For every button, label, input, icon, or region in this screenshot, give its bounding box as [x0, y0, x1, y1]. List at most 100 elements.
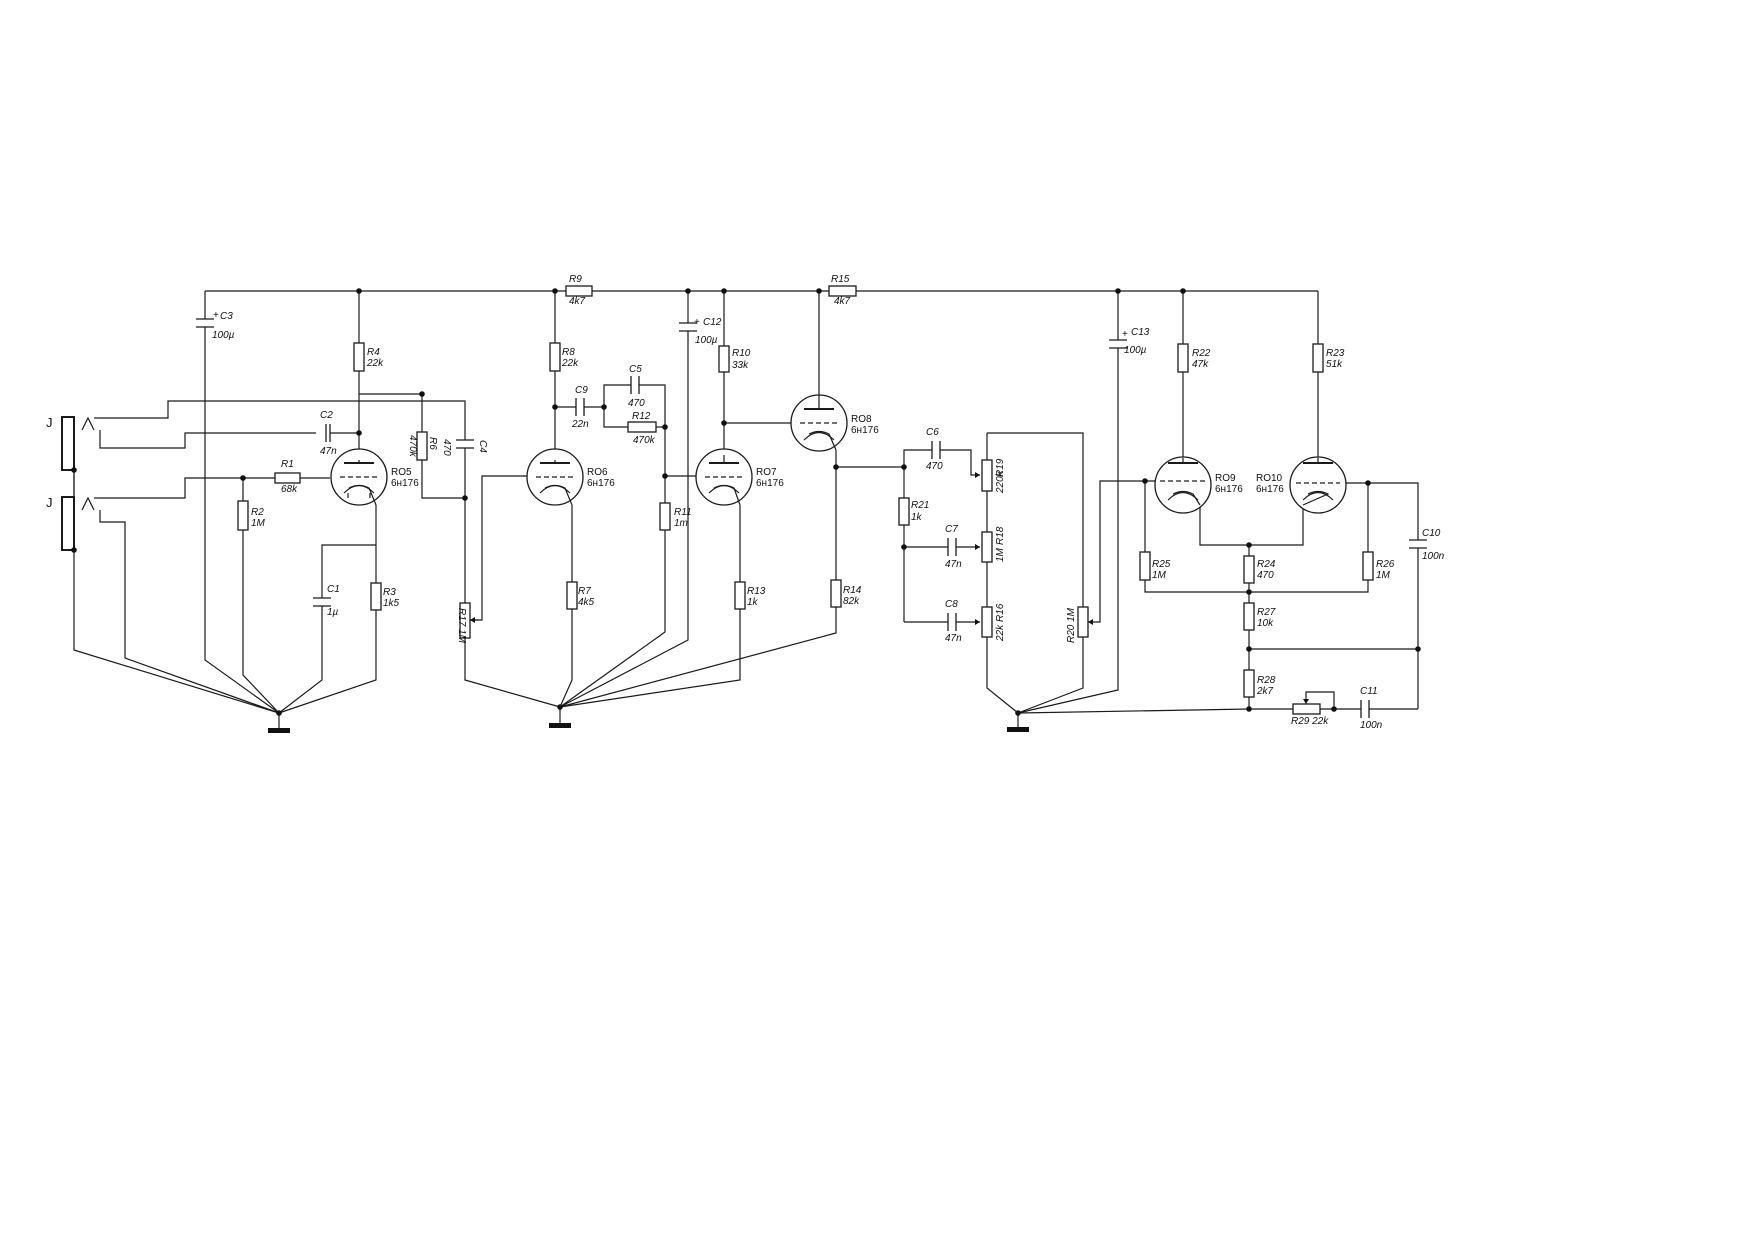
- resistor-R21: [898, 497, 910, 526]
- RO5-type: 6н176: [391, 478, 419, 489]
- pot-R19: [975, 459, 993, 492]
- label-R15: R15: [831, 274, 850, 285]
- capacitor-C2: [325, 424, 331, 442]
- value-C5: 470: [628, 398, 645, 409]
- value-R22: 47k: [1192, 359, 1209, 370]
- tube-RO7: [695, 448, 753, 506]
- resistor-R15: [828, 285, 857, 297]
- label-R19: R19: [995, 458, 1006, 477]
- tubes: [330, 394, 1347, 514]
- resistor-R27: [1243, 602, 1255, 631]
- label-R27: R27: [1257, 607, 1276, 618]
- resistor-R6: [416, 431, 428, 461]
- value-R16: 22k: [995, 624, 1006, 642]
- value-R8: 22k: [561, 358, 579, 369]
- resistor-R12: [627, 421, 657, 433]
- capacitor-C1: [313, 597, 331, 607]
- label-C8: C8: [945, 599, 958, 610]
- junctions: [71, 288, 1421, 716]
- resistors: [237, 285, 1374, 698]
- resistor-R26: [1362, 551, 1374, 581]
- label-R12: R12: [632, 411, 651, 422]
- value-R9: 4k7: [569, 296, 586, 307]
- value-C2: 47n: [320, 446, 337, 457]
- ground-symbol-3: [1007, 727, 1029, 732]
- label-R9: R9: [569, 274, 582, 285]
- value-C11: 100n: [1360, 720, 1383, 731]
- label-R29: R29 22k: [1291, 716, 1329, 727]
- c3-polarity: +: [213, 310, 219, 321]
- value-R10: 33k: [732, 360, 749, 371]
- RO8-type: 6н176: [851, 425, 879, 436]
- label-C10: C10: [1422, 528, 1441, 539]
- input-jack-1: J: [46, 415, 100, 471]
- capacitors: + + +: [196, 310, 1427, 718]
- label-R1: R1: [281, 459, 294, 470]
- tube-RO10: [1289, 456, 1347, 514]
- resistor-R4: [353, 342, 365, 372]
- tube-RO6: [526, 448, 584, 506]
- value-C3: 100µ: [212, 330, 235, 341]
- pot-R20: [1077, 606, 1093, 638]
- c13-polarity: +: [1122, 329, 1128, 340]
- RO7-type: 6н176: [756, 478, 784, 489]
- resistor-R8: [549, 342, 561, 372]
- label-C5: C5: [629, 364, 642, 375]
- grounds: [268, 707, 1029, 733]
- label-R21: R21: [911, 500, 929, 511]
- value-C9: 22n: [571, 419, 589, 430]
- value-R23: 51k: [1326, 359, 1343, 370]
- jack-2-label: J: [46, 495, 53, 510]
- capacitor-C3: [196, 318, 214, 328]
- label-R2: R2: [251, 507, 264, 518]
- capacitor-C13: [1109, 339, 1127, 349]
- RO10-type: 6н176: [1256, 484, 1284, 495]
- resistor-R10: [718, 345, 730, 373]
- label-R11: R11: [674, 507, 692, 518]
- RO6-name: RO6: [587, 467, 608, 478]
- label-R3: R3: [383, 587, 396, 598]
- capacitor-C11: [1360, 700, 1370, 718]
- value-R1: 68k: [281, 484, 298, 495]
- value-R25: 1M: [1152, 570, 1167, 581]
- capacitor-C10: [1409, 539, 1427, 549]
- label-R13: R13: [747, 586, 766, 597]
- value-C8: 47n: [945, 633, 962, 644]
- resistor-R1: [274, 472, 301, 484]
- value-R7: 4k5: [578, 597, 595, 608]
- capacitor-C5: [630, 376, 640, 394]
- label-R6: R6: [427, 437, 438, 450]
- label-R4: R4: [367, 347, 380, 358]
- RO8-name: RO8: [851, 414, 872, 425]
- value-R4: 22k: [366, 358, 384, 369]
- resistor-R24: [1243, 555, 1255, 584]
- label-C13: C13: [1131, 327, 1150, 338]
- pot-R18: [975, 531, 993, 563]
- capacitor-C6: [931, 441, 941, 459]
- value-R18: 1M: [995, 547, 1006, 562]
- label-R17: R17 1M: [456, 608, 467, 644]
- input-jack-2: J: [46, 495, 100, 551]
- RO7-name: RO7: [756, 467, 777, 478]
- c12-polarity: +: [694, 317, 700, 328]
- resistor-R14: [830, 579, 842, 608]
- label-R28: R28: [1257, 675, 1276, 686]
- resistor-R13: [734, 581, 746, 610]
- capacitor-C9: [575, 398, 585, 416]
- tube-RO9: [1154, 456, 1212, 514]
- tube-amplifier-schematic: J J: [46, 274, 1445, 733]
- label-R18: R18: [995, 526, 1006, 545]
- pot-R29: [1292, 699, 1321, 715]
- RO9-type: 6н176: [1215, 484, 1243, 495]
- ground-symbol-1: [268, 728, 290, 733]
- label-R7: R7: [578, 586, 591, 597]
- label-R23: R23: [1326, 348, 1345, 359]
- stage2-wiring: [470, 291, 700, 708]
- label-R24: R24: [1257, 559, 1276, 570]
- resistor-R9: [565, 285, 593, 297]
- value-R2: 1M: [251, 518, 266, 529]
- capacitor-C4: [456, 439, 474, 455]
- value-C1: 1µ: [327, 607, 339, 618]
- label-R25: R25: [1152, 559, 1171, 570]
- value-R12: 470k: [633, 435, 656, 446]
